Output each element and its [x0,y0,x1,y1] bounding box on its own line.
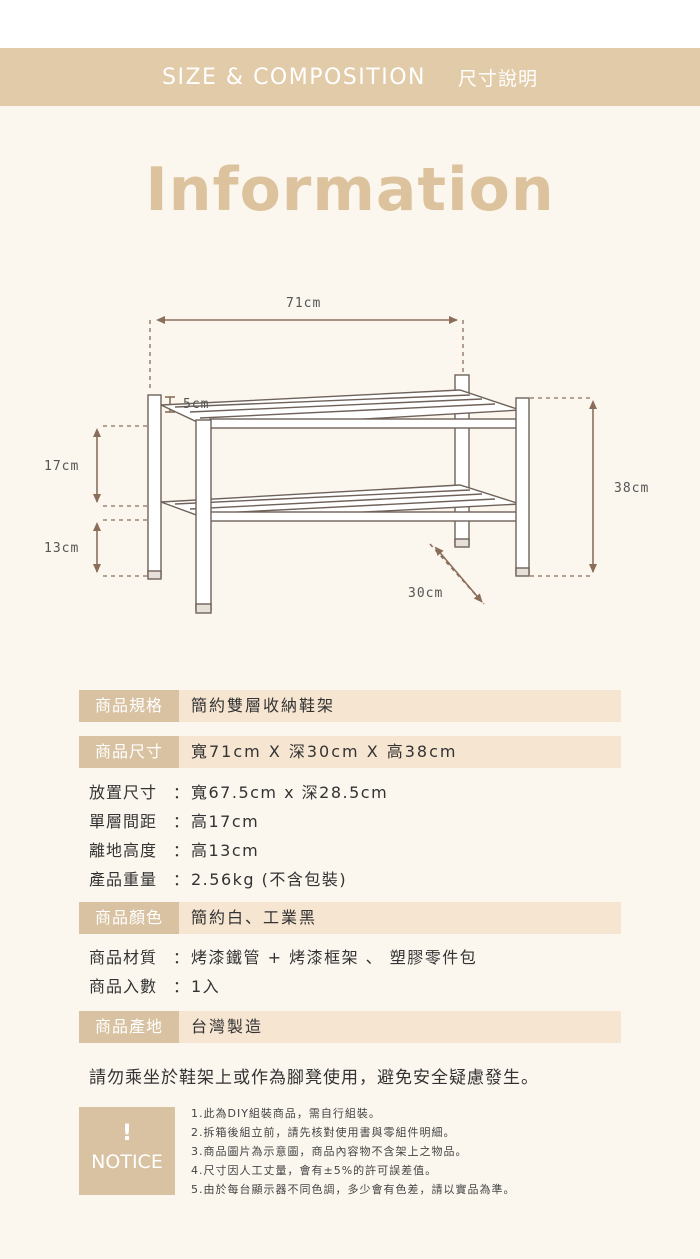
detail-row: 產品重量 ：2.56kg (不含包裝) [89,867,347,893]
notice-item: 5.由於每台顯示器不同色調，多少會有色差，請以實品為準。 [191,1183,516,1196]
detail-sep: ： [172,841,189,860]
origin-value: 台灣製造 [191,1017,264,1036]
spec-label: 商品規格 [79,690,179,722]
detail-row: 放置尺寸 ：寬67.5cm x 深28.5cm [89,780,388,806]
shelf-gap-label: 17cm [44,459,80,474]
spec-row-color: 商品顏色 簡約白、工業黑 [79,902,621,934]
notice-item: 3.商品圖片為示意圖，商品內容物不含架上之物品。 [191,1145,468,1158]
rack-frame [147,374,530,614]
safety-warning: 請勿乘坐於鞋架上或作為腳凳使用，避免安全疑慮發生。 [89,1068,539,1088]
origin-label: 商品產地 [79,1011,179,1043]
top-gap-label: 5cm [183,397,210,412]
detail-sep: ： [172,870,189,889]
dimension-arrows [93,316,597,605]
detail-key: 離地高度 [89,841,158,860]
shoe-rack-drawing [93,316,597,614]
notice-item: 2.拆箱後組立前，請先核對使用書與零組件明細。 [191,1126,456,1139]
detail-value: 寬67.5cm x 深28.5cm [191,783,389,802]
detail-key: 單層間距 [89,812,158,831]
height-label: 38cm [614,481,650,496]
spec-row-model: 商品規格 簡約雙層收納鞋架 [79,690,621,722]
notice-label: NOTICE [91,1151,163,1173]
detail-key: 商品材質 [89,948,158,967]
detail-value: 烤漆鐵管 + 烤漆框架 、 塑膠零件包 [191,948,478,967]
detail-row: 商品入數 ：1入 [89,974,220,1000]
detail-value: 1入 [191,977,221,996]
color-label: 商品顏色 [79,902,179,934]
notice-list: 1.此為DIY組裝商品，需自行組裝。 2.拆箱後組立前，請先核對使用書與零組件明… [191,1104,516,1199]
notice-badge: ! NOTICE [79,1107,175,1195]
dimension-guides [103,320,590,577]
color-value: 簡約白、工業黑 [191,908,318,927]
detail-value: 高17cm [191,812,260,831]
detail-sep: ： [172,948,189,967]
detail-row: 單層間距 ：高17cm [89,809,259,835]
exclamation-icon: ! [121,1121,133,1146]
size-label: 商品尺寸 [79,736,179,768]
width-label: 71cm [286,296,322,311]
detail-sep: ： [172,812,189,831]
header-title-zh: 尺寸說明 [457,67,538,90]
detail-key: 產品重量 [89,870,158,889]
spec-value: 簡約雙層收納鞋架 [191,696,336,715]
spec-row-size: 商品尺寸 寬71cm X 深30cm X 高38cm [79,736,621,768]
hero-title: Information [145,155,555,225]
detail-row: 商品材質 ：烤漆鐵管 + 烤漆框架 、 塑膠零件包 [89,945,477,971]
spec-row-origin: 商品產地 台灣製造 [79,1011,621,1043]
detail-value: 高13cm [191,841,260,860]
detail-row: 離地高度 ：高13cm [89,838,259,864]
notice-item: 4.尺寸因人工丈量，會有±5%的許可誤差值。 [191,1164,438,1177]
section-header: SIZE & COMPOSITION 尺寸說明 [0,48,700,106]
top-strip [0,0,700,48]
detail-value: 2.56kg (不含包裝) [191,870,348,889]
product-diagram: 71cm 5cm 17cm 13cm 38cm 30cm [0,280,700,640]
header-title-en: SIZE & COMPOSITION [162,64,426,90]
size-value: 寬71cm X 深30cm X 高38cm [191,742,458,761]
detail-key: 商品入數 [89,977,158,996]
depth-label: 30cm [408,586,444,601]
detail-key: 放置尺寸 [89,783,158,802]
notice-item: 1.此為DIY組裝商品，需自行組裝。 [191,1107,381,1120]
floor-gap-label: 13cm [44,541,80,556]
detail-sep: ： [172,783,189,802]
detail-sep: ： [172,977,189,996]
